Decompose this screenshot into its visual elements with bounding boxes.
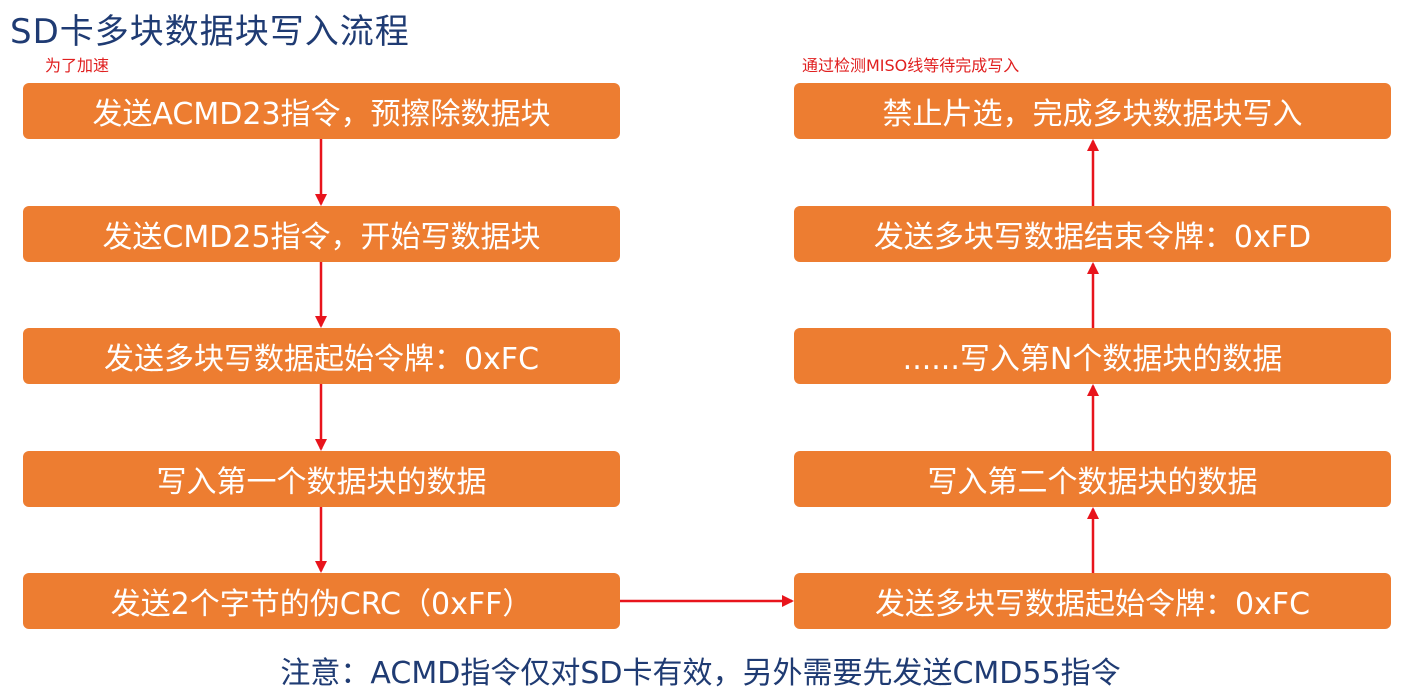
step-write-second-block-box: 写入第二个数据块的数据 — [794, 451, 1391, 507]
note-miso: 通过检测MISO线等待完成写入 — [802, 56, 1020, 75]
footer-note: 注意：ACMD指令仅对SD卡有效，另外需要先发送CMD55指令 — [280, 656, 1121, 691]
step-write-nth-block-box: ......写入第N个数据块的数据 — [794, 328, 1391, 384]
step-start-token-box: 发送多块写数据起始令牌：0xFC — [23, 328, 620, 384]
page-title: SD卡多块数据块写入流程 — [10, 12, 410, 52]
step-write-first-block-box: 写入第一个数据块的数据 — [23, 451, 620, 507]
step-stop-token-box: 发送多块写数据结束令牌：0xFD — [794, 206, 1391, 262]
step-deselect-finish-box: 禁止片选，完成多块数据块写入 — [794, 83, 1391, 139]
step-cmd25-box: 发送CMD25指令，开始写数据块 — [23, 206, 620, 262]
step-start-token-right-box: 发送多块写数据起始令牌：0xFC — [794, 573, 1391, 629]
note-speed: 为了加速 — [45, 56, 110, 75]
step-dummy-crc-box: 发送2个字节的伪CRC（0xFF） — [23, 573, 620, 629]
step-acmd23-box: 发送ACMD23指令，预擦除数据块 — [23, 83, 620, 139]
